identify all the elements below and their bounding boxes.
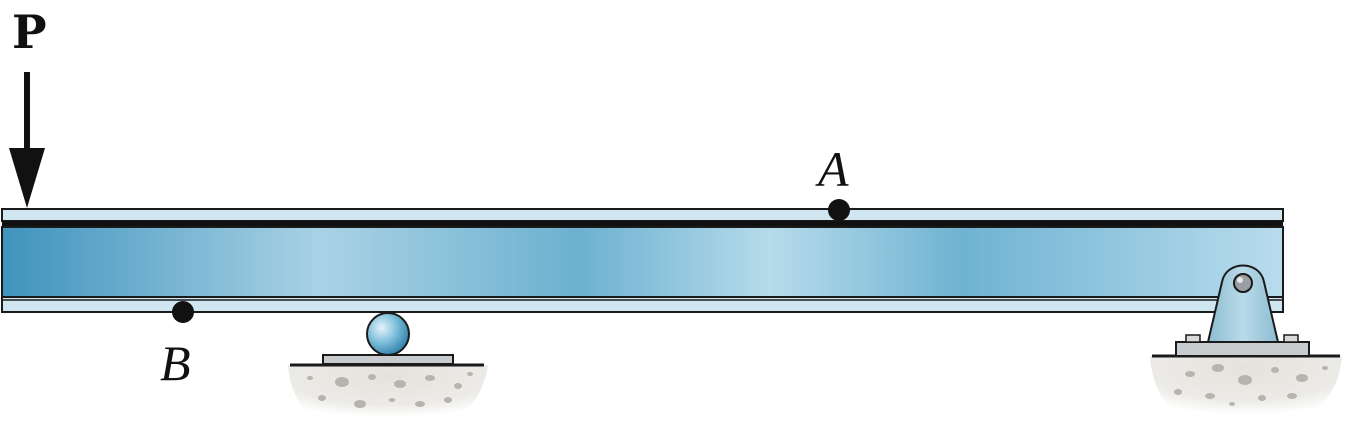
roller-support xyxy=(288,312,488,420)
beam xyxy=(1,208,1284,313)
pin-base-plate xyxy=(1175,341,1310,357)
point-b-label: B xyxy=(160,335,191,391)
point-a-label: A xyxy=(815,141,849,197)
roller-ball xyxy=(366,312,410,356)
point-b-marker xyxy=(172,301,194,323)
point-a: A xyxy=(815,141,850,221)
load-p: P xyxy=(9,5,47,208)
roller-ground xyxy=(288,365,488,420)
pin-support xyxy=(1150,264,1342,418)
bolt-icon xyxy=(1185,334,1299,343)
point-b: B xyxy=(160,301,194,391)
beam-top-flange xyxy=(1,208,1284,222)
load-label: P xyxy=(12,5,47,59)
roller-ground-speckles xyxy=(307,372,473,408)
point-a-marker xyxy=(828,199,850,221)
beam-top-seam xyxy=(2,221,1283,227)
pin-ground xyxy=(1150,356,1342,418)
pin-ground-speckles xyxy=(1174,364,1328,406)
down-arrow-icon xyxy=(9,72,45,208)
pin-bracket xyxy=(1206,264,1280,343)
pin-icon xyxy=(1233,273,1253,293)
beam-web xyxy=(1,226,1284,298)
roller-plate xyxy=(322,354,454,365)
